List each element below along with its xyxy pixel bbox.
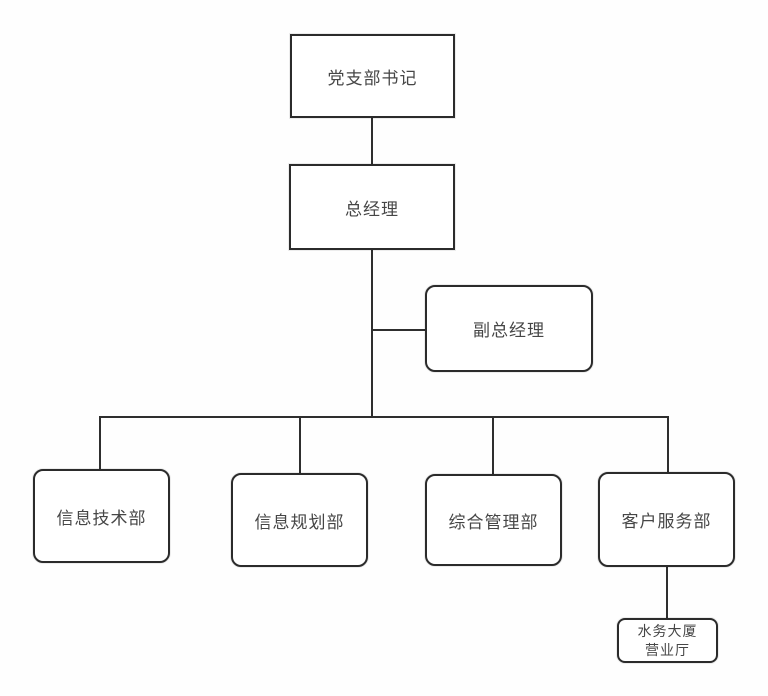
- node-label: 信息规划部: [254, 512, 345, 532]
- node-business-hall: 水务大厦 营业厅: [617, 618, 718, 663]
- node-label: 综合管理部: [448, 512, 539, 532]
- node-label: 副总经理: [473, 321, 545, 340]
- node-label: 党支部书记: [327, 68, 418, 88]
- node-label: 总经理: [345, 199, 399, 219]
- node-deputy-general-manager: 副总经理: [425, 285, 593, 372]
- node-label-line2: 营业厅: [645, 641, 690, 658]
- node-general-manager: 总经理: [289, 164, 455, 250]
- node-label: 信息技术部: [56, 508, 147, 528]
- node-it-dept: 信息技术部: [33, 469, 170, 563]
- node-label: 客户服务部: [621, 512, 712, 531]
- node-label-line1: 水务大厦: [637, 622, 698, 639]
- node-party-branch-secretary: 党支部书记: [290, 34, 455, 118]
- node-info-planning-dept: 信息规划部: [231, 473, 368, 567]
- node-general-admin-dept: 综合管理部: [425, 474, 562, 566]
- node-customer-service-dept: 客户服务部: [598, 472, 735, 567]
